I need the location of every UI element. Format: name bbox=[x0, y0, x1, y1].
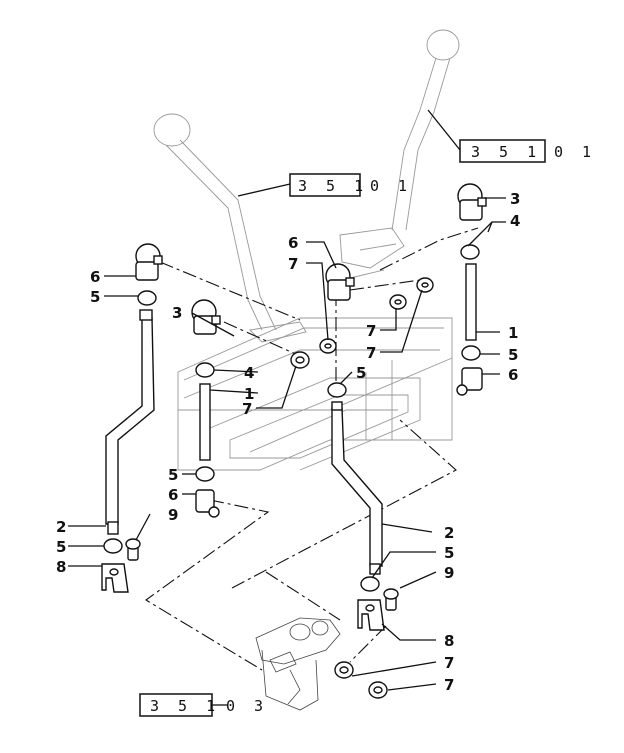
callout-7-bottom-a: 7 bbox=[444, 654, 454, 672]
ref-top-right-suffix: 0 1 bbox=[554, 143, 596, 161]
callout-5-left-mid: 5 bbox=[168, 466, 178, 484]
alignment-lines bbox=[145, 227, 479, 671]
callout-6-center: 6 bbox=[288, 234, 298, 252]
callout-5-left-top: 5 bbox=[90, 288, 100, 306]
callout-6-right: 6 bbox=[508, 366, 518, 384]
callout-1-left: 1 bbox=[244, 385, 254, 403]
callout-7-center-top: 7 bbox=[288, 255, 298, 273]
ref-top-mid: 3 5 1 0 1 bbox=[289, 173, 412, 197]
ref-bottom: 3 5 1 0 3 bbox=[139, 693, 268, 717]
ref-top-mid-suffix: 0 1 bbox=[370, 177, 412, 195]
ref-bottom-number: 3 5 1 bbox=[150, 697, 220, 715]
left-bent-rod bbox=[105, 309, 155, 535]
callout-7-center-b: 7 bbox=[366, 344, 376, 362]
ref-bottom-suffix: 0 3 bbox=[226, 697, 268, 715]
callout-8-left: 8 bbox=[56, 558, 66, 576]
callout-5-center-bottom: 5 bbox=[444, 544, 454, 562]
callout-5-right: 5 bbox=[508, 346, 518, 364]
ref-top-mid-number: 3 5 1 bbox=[298, 177, 368, 195]
callout-numbers: 3 4 6 7 6 5 3 7 7 7 1 5 6 4 1 5 5 6 2 9 … bbox=[56, 190, 520, 694]
callout-9-center: 9 bbox=[444, 564, 454, 582]
callout-5-center: 5 bbox=[356, 364, 366, 382]
center-parts bbox=[319, 263, 434, 699]
right-gear-lever bbox=[339, 29, 460, 279]
leader-lines bbox=[68, 109, 506, 691]
callout-3-left: 3 bbox=[172, 304, 182, 322]
callout-4-left: 4 bbox=[244, 364, 254, 382]
ref-top-right: 3 5 1 0 1 bbox=[459, 139, 596, 163]
left-gear-lever bbox=[153, 113, 307, 343]
left-parts bbox=[101, 243, 310, 593]
callout-3-right: 3 bbox=[510, 190, 520, 208]
callout-7-center-a: 7 bbox=[366, 322, 376, 340]
callout-1-right: 1 bbox=[508, 324, 518, 342]
callout-4-right: 4 bbox=[510, 212, 520, 230]
gearbox-linkage-housing bbox=[255, 617, 341, 711]
callout-2-center: 2 bbox=[444, 524, 454, 542]
callout-6-left-mid: 6 bbox=[168, 486, 178, 504]
callout-9-left: 9 bbox=[168, 506, 178, 524]
callout-2-left: 2 bbox=[56, 518, 66, 536]
callout-7-bottom-b: 7 bbox=[444, 676, 454, 694]
callout-7-left: 7 bbox=[242, 400, 252, 418]
ref-top-right-number: 3 5 1 bbox=[471, 143, 541, 161]
background-console-outline bbox=[177, 317, 453, 471]
right-parts bbox=[456, 183, 487, 396]
callout-8-center: 8 bbox=[444, 632, 454, 650]
callout-5-left-bottom: 5 bbox=[56, 538, 66, 556]
callout-6-left: 6 bbox=[90, 268, 100, 286]
